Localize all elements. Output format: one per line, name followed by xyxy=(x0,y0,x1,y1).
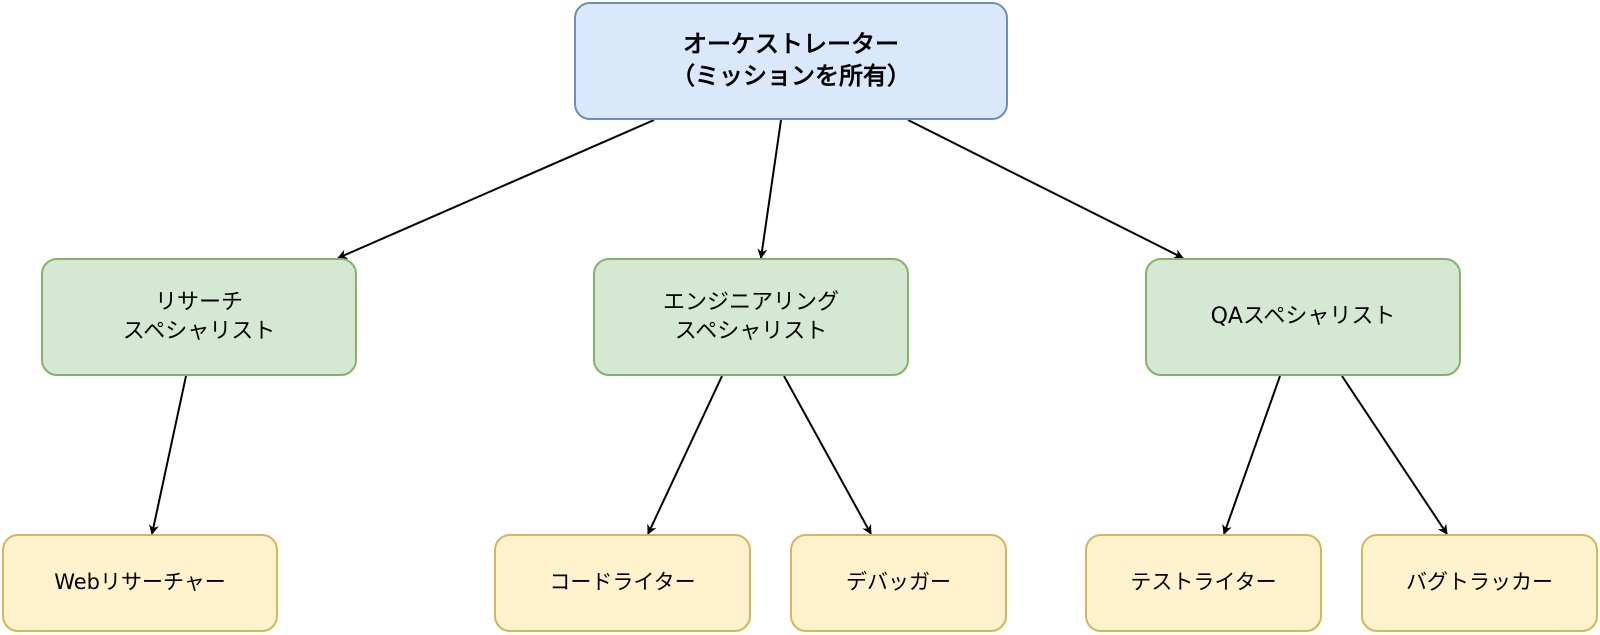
qa-specialist-node[interactable]: QAスペシャリスト xyxy=(1145,258,1461,376)
edge-engineering-specialist-to-debugger xyxy=(783,375,872,535)
bug-tracker-label: バグトラッカー xyxy=(1406,570,1553,595)
engineering-specialist-node[interactable]: エンジニアリング スペシャリスト xyxy=(593,258,909,376)
web-researcher-label: Webリサーチャー xyxy=(54,570,226,595)
code-writer-label: コードライター xyxy=(549,570,696,595)
edge-orchestrator-to-engineering-specialist xyxy=(757,119,782,259)
test-writer-label: テストライター xyxy=(1130,570,1277,595)
bug-tracker-node[interactable]: バグトラッカー xyxy=(1361,534,1598,632)
edge-qa-specialist-to-test-writer xyxy=(1222,375,1281,535)
test-writer-node[interactable]: テストライター xyxy=(1085,534,1322,632)
web-researcher-node[interactable]: Webリサーチャー xyxy=(2,534,278,632)
orchestrator-label: オーケストレーター （ミッションを所有） xyxy=(671,30,911,90)
debugger-node[interactable]: デバッガー xyxy=(790,534,1007,632)
edge-orchestrator-to-qa-specialist xyxy=(907,119,1184,259)
engineering-specialist-label: エンジニアリング スペシャリスト xyxy=(662,289,839,344)
research-specialist-label: リサーチ スペシャリスト xyxy=(122,289,276,344)
code-writer-node[interactable]: コードライター xyxy=(494,534,751,632)
edge-research-specialist-to-web-researcher xyxy=(149,375,187,535)
debugger-label: デバッガー xyxy=(846,570,951,595)
qa-specialist-label: QAスペシャリスト xyxy=(1210,304,1396,330)
orchestrator-node[interactable]: オーケストレーター （ミッションを所有） xyxy=(574,2,1008,120)
edge-qa-specialist-to-bug-tracker xyxy=(1341,375,1448,535)
edge-orchestrator-to-research-specialist xyxy=(337,119,655,259)
research-specialist-node[interactable]: リサーチ スペシャリスト xyxy=(41,258,357,376)
edge-engineering-specialist-to-code-writer xyxy=(647,375,723,535)
